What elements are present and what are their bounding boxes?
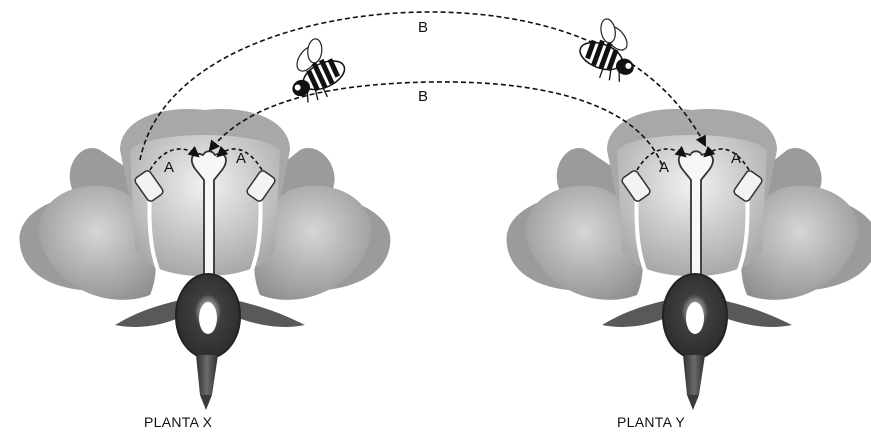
stem-lower bbox=[687, 395, 699, 410]
label-b-top: B bbox=[418, 19, 428, 36]
flower-plant-x: A A bbox=[20, 109, 391, 410]
label-a-right: A bbox=[236, 150, 246, 167]
bee-icon bbox=[275, 30, 352, 109]
bee-icon bbox=[573, 11, 647, 88]
sepal-left bbox=[115, 300, 185, 327]
sepal-left bbox=[602, 300, 672, 327]
caption-plant-x: PLANTA X bbox=[144, 414, 212, 430]
label-b-bottom: B bbox=[418, 88, 428, 105]
label-a-right: A bbox=[731, 150, 741, 167]
stem-lower bbox=[200, 395, 212, 410]
ovule bbox=[686, 302, 704, 334]
label-a-left: A bbox=[164, 159, 174, 176]
stem bbox=[683, 355, 705, 395]
flower-plant-y: A A bbox=[507, 109, 871, 410]
sepal-right bbox=[717, 300, 792, 327]
sepal-right bbox=[230, 300, 305, 327]
stem bbox=[196, 355, 218, 395]
caption-plant-y: PLANTA Y bbox=[617, 414, 685, 430]
ovule bbox=[199, 302, 217, 334]
